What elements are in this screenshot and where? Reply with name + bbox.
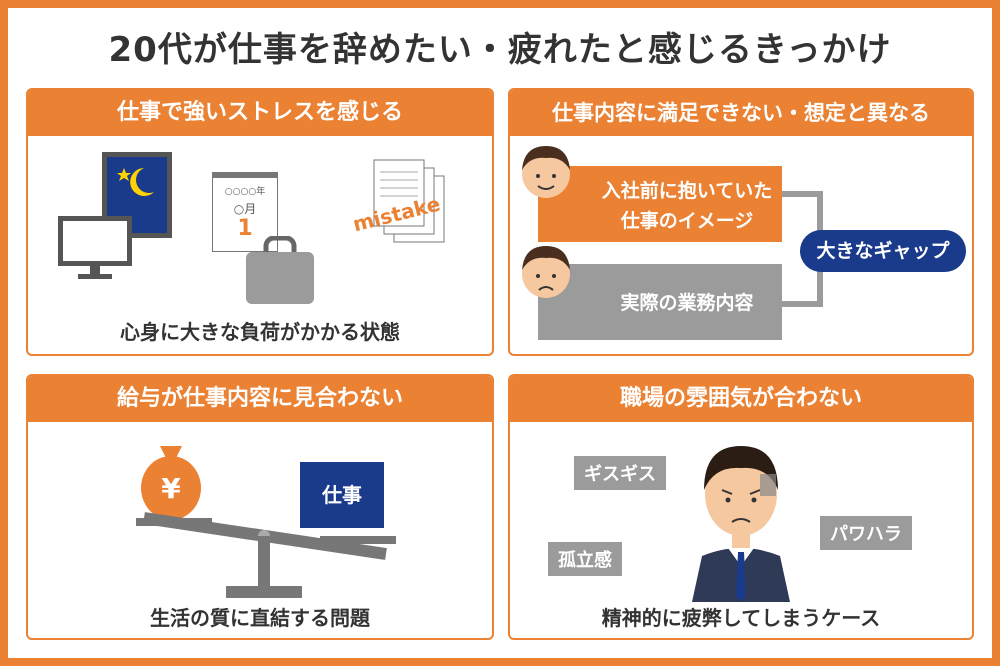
expectation-box: 入社前に抱いていた 仕事のイメージ bbox=[538, 166, 782, 242]
reality-label: 実際の業務内容 bbox=[620, 292, 754, 314]
scale-illustration bbox=[136, 446, 396, 598]
night-window-icon bbox=[102, 152, 172, 238]
tag-powerharassment: パワハラ bbox=[820, 516, 912, 550]
panel-gap: 仕事内容に満足できない・想定と異なる 入社前に抱いていた 仕事のイメージ 実際の… bbox=[508, 88, 974, 356]
tag-isolation: 孤立感 bbox=[548, 542, 622, 576]
balance-scale-icon bbox=[136, 512, 396, 598]
panel-stress-heading: 仕事で強いストレスを感じる bbox=[28, 90, 492, 136]
overtime-illustration bbox=[58, 152, 172, 279]
bag-icon bbox=[246, 236, 314, 304]
money-bag-icon bbox=[141, 446, 201, 520]
work-label: 仕事 bbox=[322, 483, 362, 507]
reality-box: 実際の業務内容 bbox=[538, 264, 782, 340]
expectation-line-1: 入社前に抱いていた bbox=[601, 180, 773, 202]
panel-atmosphere: 職場の雰囲気が合わない ギスギス パワハラ 孤立感 精神的に疲弊してしまうケース bbox=[508, 374, 974, 640]
work-block: 仕事 bbox=[300, 462, 384, 528]
page-title: 20代が仕事を辞めたい・疲れたと感じるきっかけ bbox=[108, 30, 892, 70]
panel-stress-caption: 心身に大きな負荷がかかる状態 bbox=[120, 320, 400, 344]
sad-man-icon bbox=[522, 246, 570, 298]
panel-atmosphere-heading: 職場の雰囲気が合わない bbox=[510, 376, 972, 422]
gap-badge: 大きなギャップ bbox=[800, 230, 966, 272]
panel-atmosphere-caption: 精神的に疲弊してしまうケース bbox=[601, 606, 881, 630]
panel-salary-caption: 生活の質に直結する問題 bbox=[150, 606, 370, 630]
expectation-line-2: 仕事のイメージ bbox=[620, 210, 754, 232]
panel-salary-heading: 給与が仕事内容に見合わない bbox=[28, 376, 492, 422]
calendar-month: ○月 bbox=[233, 202, 257, 216]
worried-man-icon bbox=[692, 446, 790, 602]
panel-gap-heading: 仕事内容に満足できない・想定と異なる bbox=[510, 90, 972, 136]
calendar-year: ○○○○年 bbox=[224, 187, 266, 197]
tag-gisugisu: ギスギス bbox=[574, 456, 666, 490]
documents-icon bbox=[373, 159, 445, 243]
calendar-day: 1 bbox=[237, 216, 253, 241]
happy-man-icon bbox=[522, 146, 570, 198]
panel-stress: 仕事で強いストレスを感じる ○○○○年 ○月 1 bbox=[26, 88, 494, 356]
yen-symbol: ¥ bbox=[161, 472, 181, 505]
monitor-icon bbox=[58, 216, 132, 279]
panel-salary: 給与が仕事内容に見合わない ¥ 仕事 生活の質に直結する問題 bbox=[26, 374, 494, 640]
